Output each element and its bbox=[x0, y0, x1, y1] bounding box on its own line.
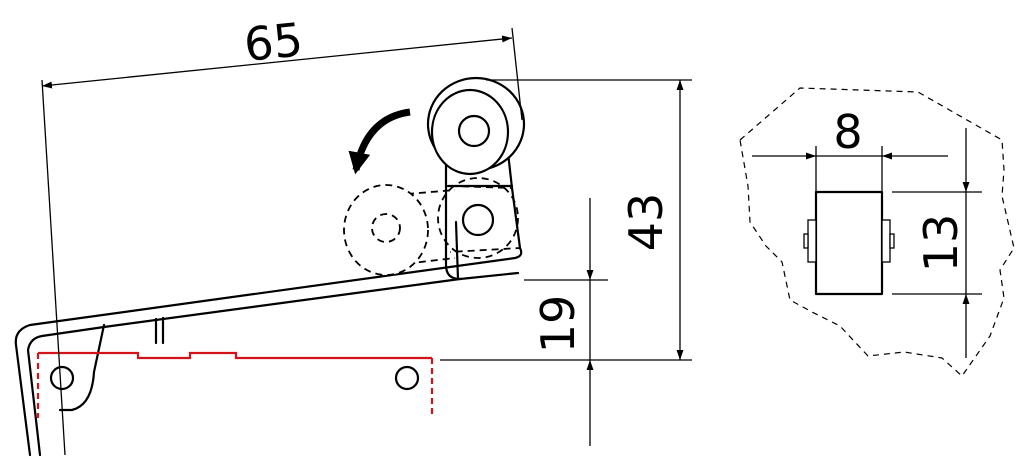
roller-body bbox=[814, 190, 884, 296]
axle-nub-left bbox=[803, 233, 809, 249]
hinge-tab bbox=[58, 323, 106, 412]
side-view: 65 43 19 bbox=[14, 12, 692, 457]
dimension-length-label: 65 bbox=[242, 12, 306, 72]
dimension-roller-diameter: 13 bbox=[892, 128, 982, 358]
roller-top bbox=[426, 76, 526, 176]
dimension-length: 65 bbox=[41, 12, 523, 456]
mounting-plate bbox=[36, 351, 434, 418]
dimension-height-base: 19 bbox=[524, 198, 608, 446]
axle-stub-right bbox=[881, 219, 891, 263]
dimension-roller-diameter-label: 13 bbox=[914, 214, 968, 273]
dimension-height-base-label: 19 bbox=[531, 295, 585, 354]
dimension-roller-width-label: 8 bbox=[833, 105, 862, 159]
axle-nub-right bbox=[889, 233, 895, 249]
lever-arm bbox=[14, 186, 523, 457]
detail-boundary bbox=[739, 87, 1015, 377]
axle-stub-left bbox=[807, 219, 817, 263]
dimension-roller-width: 8 bbox=[752, 105, 948, 192]
pin bbox=[154, 316, 165, 345]
roller-alternate-position bbox=[343, 177, 522, 276]
mounting-hole bbox=[394, 365, 420, 391]
dimension-height-total-label: 43 bbox=[619, 193, 673, 252]
roller-detail-view: 8 13 bbox=[739, 87, 1015, 377]
lever-arm-inner bbox=[26, 325, 106, 457]
pivot-hole bbox=[49, 365, 75, 391]
dimension-height-total: 43 bbox=[440, 79, 692, 361]
rotation-arrow-icon bbox=[348, 108, 411, 175]
